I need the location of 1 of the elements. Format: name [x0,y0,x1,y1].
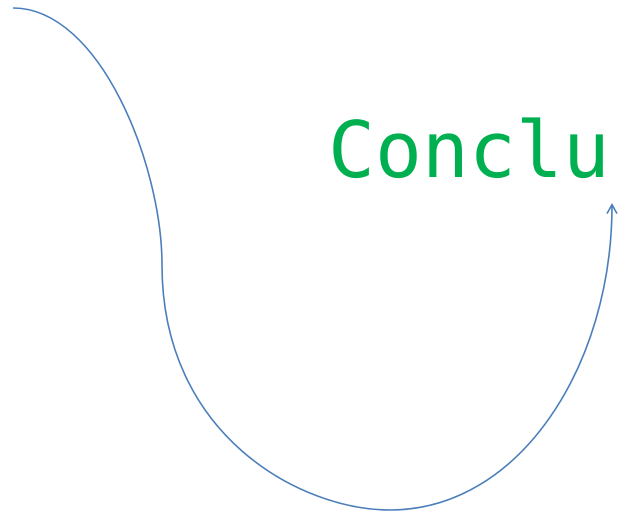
heading-text: Conclu [333,117,603,178]
